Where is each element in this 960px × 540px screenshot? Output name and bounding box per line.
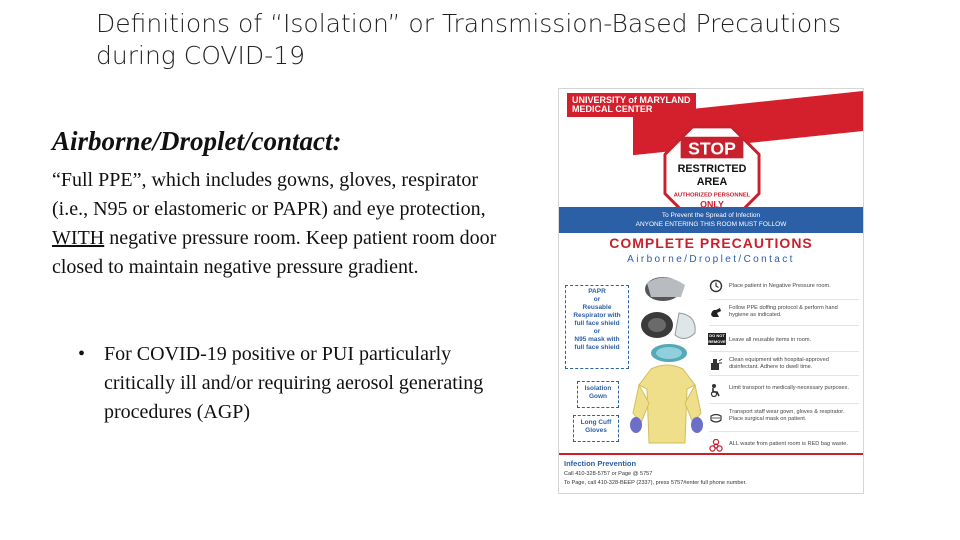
callout-gloves-text: Long Cuff bbox=[580, 419, 612, 426]
bullet-marker: • bbox=[78, 343, 86, 365]
callout-gown-text: Isolation bbox=[584, 385, 612, 392]
callout-gloves: Long Cuff Gloves bbox=[573, 415, 619, 442]
poster-footer: Infection Prevention Call 410-328-5757 o… bbox=[559, 453, 863, 493]
clean-equipment-icon bbox=[711, 358, 723, 370]
transport-icon bbox=[710, 384, 720, 397]
step-divider bbox=[709, 325, 859, 326]
step-divider bbox=[709, 403, 859, 404]
callout-gown: Isolation Gown bbox=[577, 381, 619, 408]
step-divider bbox=[709, 351, 859, 352]
poster-banner: To Prevent the Spread of Infection ANYON… bbox=[559, 207, 863, 233]
do-not-remove-label: DO NOT REMOVE bbox=[708, 333, 726, 344]
slide-title-line2: during COVID-19 bbox=[96, 41, 305, 70]
stop-line2: AREA bbox=[697, 176, 728, 188]
do-not-remove-icon: DO NOT REMOVE bbox=[708, 333, 726, 345]
stop-line3: AUTHORIZED PERSONNEL bbox=[674, 193, 751, 199]
callout-respirator-text: N95 mask with bbox=[574, 336, 620, 343]
stop-sign-icon: STOP RESTRICTED AREA AUTHORIZED PERSONNE… bbox=[663, 125, 761, 223]
slide-title-line1: Definitions of “Isolation” or Transmissi… bbox=[96, 9, 842, 38]
logo-line1: UNIVERSITY of MARYLAND bbox=[572, 95, 691, 105]
biohazard-icon bbox=[709, 439, 723, 452]
step-divider bbox=[709, 431, 859, 432]
stop-word: STOP bbox=[688, 138, 736, 158]
callout-respirator-text: full face shield bbox=[574, 344, 620, 351]
callout-gloves-text: Gloves bbox=[585, 427, 607, 434]
slide-title: Definitions of “Isolation” or Transmissi… bbox=[96, 8, 896, 72]
stop-line1: RESTRICTED bbox=[678, 163, 747, 175]
footer-title: Infection Prevention bbox=[564, 459, 637, 468]
step-divider bbox=[709, 375, 859, 376]
mask-icon bbox=[710, 413, 722, 423]
callout-gown-text: Gown bbox=[588, 393, 608, 400]
definition-part2: negative pressure room. Keep patient roo… bbox=[52, 227, 497, 278]
bullet-text: For COVID-19 positive or PUI particularl… bbox=[104, 343, 484, 423]
poster-subheading: Airborne/Droplet/Contact bbox=[627, 254, 795, 265]
footer-line2: To Page, call 410-328-BEEP (2337), press… bbox=[564, 480, 747, 486]
definition-paragraph: “Full PPE”, which includes gowns, gloves… bbox=[52, 166, 502, 282]
clock-icon bbox=[709, 279, 723, 293]
section-subheading: Airborne/Droplet/contact: bbox=[52, 126, 342, 156]
step-text: ALL waste from patient room is RED bag w… bbox=[729, 441, 848, 447]
callout-respirator-text: or bbox=[593, 328, 601, 335]
step-text: Clean equipment with hospital-approved d… bbox=[729, 357, 829, 370]
definition-with-emphasis: WITH bbox=[52, 227, 105, 249]
banner-line2: ANYONE ENTERING THIS ROOM MUST FOLLOW bbox=[635, 221, 787, 228]
step-text: Follow PPE doffing protocol & perform ha… bbox=[729, 305, 838, 318]
callout-respirator: PAPR or Reusable Respirator with full fa… bbox=[565, 285, 629, 369]
definition-part1: “Full PPE”, which includes gowns, gloves… bbox=[52, 169, 486, 220]
complete-precautions-poster: UNIVERSITY of MARYLAND MEDICAL CENTER ST… bbox=[558, 88, 864, 494]
step-text: Place patient in Negative Pressure room. bbox=[729, 283, 831, 289]
callout-respirator-text: full face shield bbox=[574, 320, 620, 327]
callout-respirator-text: PAPR bbox=[588, 288, 606, 295]
hand-hygiene-icon bbox=[711, 308, 721, 317]
step-text: Leave all reusable items in room. bbox=[729, 337, 812, 343]
stop-line4: ONLY bbox=[700, 199, 724, 209]
callout-respirator-text: or bbox=[593, 296, 601, 303]
step-text: Limit transport to medically-necessary p… bbox=[729, 385, 850, 391]
callout-respirator-text: Reusable bbox=[582, 304, 612, 311]
poster-heading: COMPLETE PRECAUTIONS bbox=[609, 235, 813, 251]
step-divider bbox=[709, 299, 859, 300]
step-text: Transport staff wear gown, gloves & resp… bbox=[729, 409, 845, 422]
bullet-item: • For COVID-19 positive or PUI particula… bbox=[78, 340, 508, 427]
ppe-illustration bbox=[630, 277, 703, 444]
banner-line1: To Prevent the Spread of Infection bbox=[661, 212, 761, 219]
umm-logo: UNIVERSITY of MARYLAND MEDICAL CENTER bbox=[567, 93, 696, 117]
footer-line1: Call 410-328-5757 or Page @ 5757 bbox=[564, 471, 653, 477]
logo-line2: MEDICAL CENTER bbox=[572, 104, 653, 114]
callout-respirator-text: Respirator with bbox=[573, 312, 621, 319]
